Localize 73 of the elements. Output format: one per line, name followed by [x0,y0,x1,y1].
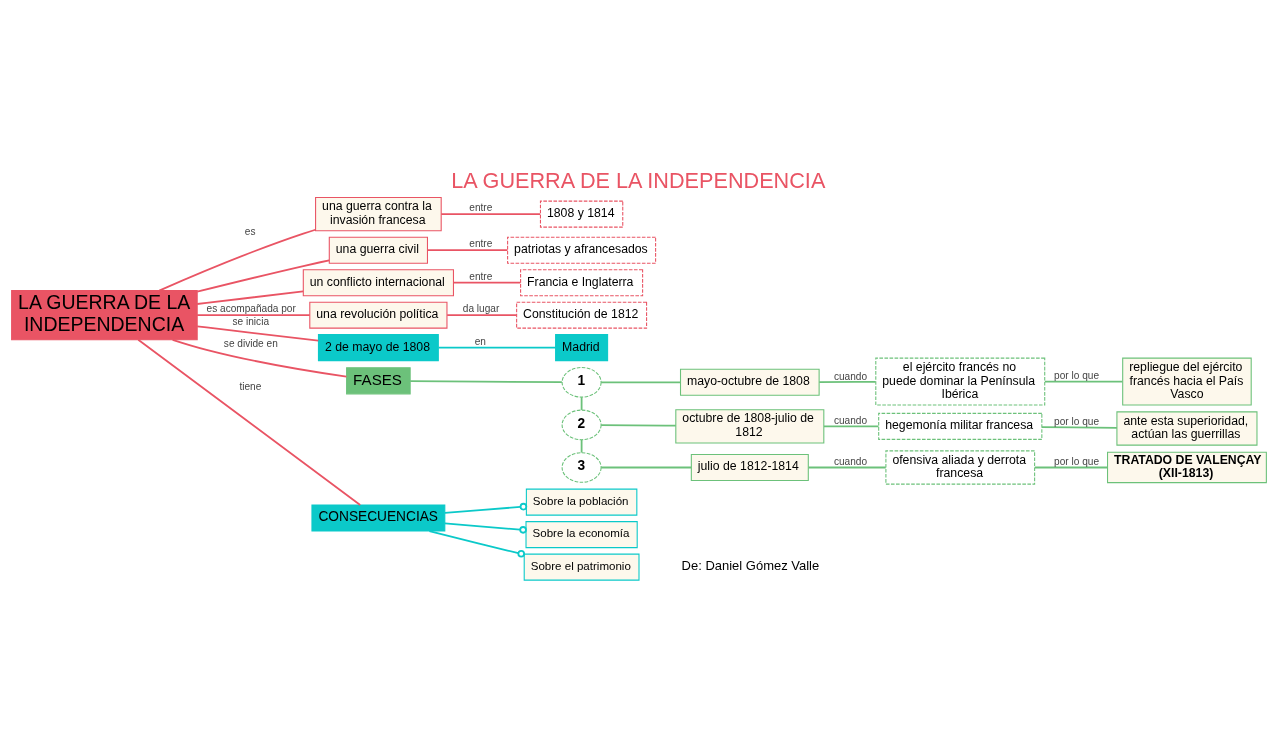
node-box: LA GUERRA DE LA INDEPENDENCIA [11,290,198,341]
connector [1043,380,1124,383]
edge-label: se inicia [232,315,270,327]
connector [1033,466,1109,469]
connector [818,380,877,383]
connector [444,502,528,514]
node-box: una guerra contra la invasión francesa [315,196,442,232]
connector [444,522,527,534]
node-box: CONSECUENCIAS [311,504,446,532]
edge-label: cuando [833,455,868,467]
edge-label: por lo que [1054,416,1100,428]
node-box: repliegue del ejército francés hacia el País Vasco [1122,357,1252,406]
node-box: 2 de mayo de 1808 [317,334,439,362]
node-ellipse: 2 [561,409,602,441]
connector [600,424,677,427]
edge-label: es [244,226,256,238]
connector [158,228,317,292]
connector [196,314,311,317]
node-box: un conflicto internacional [302,269,454,297]
node-box: el ejército francés no puede dominar la Península Ibérica [875,357,1046,406]
diagram-title: LA GUERRA DE LA INDEPENDENCIA [451,168,826,194]
connector [171,338,348,378]
node-box: Francia e Inglaterra [520,269,644,297]
edge-label: por lo que [1054,455,1100,467]
connector [452,281,522,284]
connector [580,396,583,411]
label: De: Daniel Gómez Valle [681,558,820,574]
connector [580,438,583,454]
node-box: octubre de 1808-julio de 1812 [675,409,825,444]
edge-label: entre [469,202,493,214]
connector [807,466,887,469]
connector [1041,426,1118,429]
connector [137,338,362,506]
connector [440,213,542,215]
node-box: patriotas y afrancesados [507,236,657,264]
connector [196,325,320,342]
node-box: hegemonía militar francesa [878,412,1043,440]
connector [446,314,518,317]
node-box: mayo-octubre de 1808 [679,368,820,396]
node-box: Sobre el patrimonio [523,553,640,581]
node-box: 1808 y 1814 [539,200,624,228]
node-box: julio de 1812-1814 [690,453,809,482]
edge-label: se divide en [223,338,278,350]
node-box: ante esta superioridad, actúan las guerrillas [1116,411,1258,446]
node-box: ofensiva aliada y derrota francesa [885,450,1036,485]
node-ellipse: 1 [561,366,602,398]
node-box: una revolución política [309,301,448,329]
node-ellipse: 3 [561,452,602,483]
edge-label: entre [469,238,493,250]
connector [196,290,304,305]
node-box: Sobre la población [525,488,638,516]
edge-label: da lugar [462,303,500,315]
edge-label: en [474,335,486,347]
node-box: Madrid [555,334,609,362]
connector [426,249,509,252]
edge-label: cuando [833,370,868,382]
node-box: FASES [346,367,411,395]
connector [823,425,880,428]
edge-label: entre [469,270,493,282]
connector [437,346,557,349]
node-box: Sobre la economía [525,521,638,549]
edge-label: es acompañada por [206,303,296,315]
connector [196,259,331,293]
connector [600,381,682,384]
node-box: TRATADO DE VALENÇAY (XII-1813) [1107,451,1267,484]
edge-label: tiene [239,381,262,393]
node-box: una guerra civil [328,236,428,264]
node-box: Constitución de 1812 [516,301,648,329]
connector [409,380,563,384]
edge-label: cuando [833,414,868,426]
connector [428,530,525,558]
edge-label: por lo que [1054,369,1100,381]
connector [600,466,693,469]
